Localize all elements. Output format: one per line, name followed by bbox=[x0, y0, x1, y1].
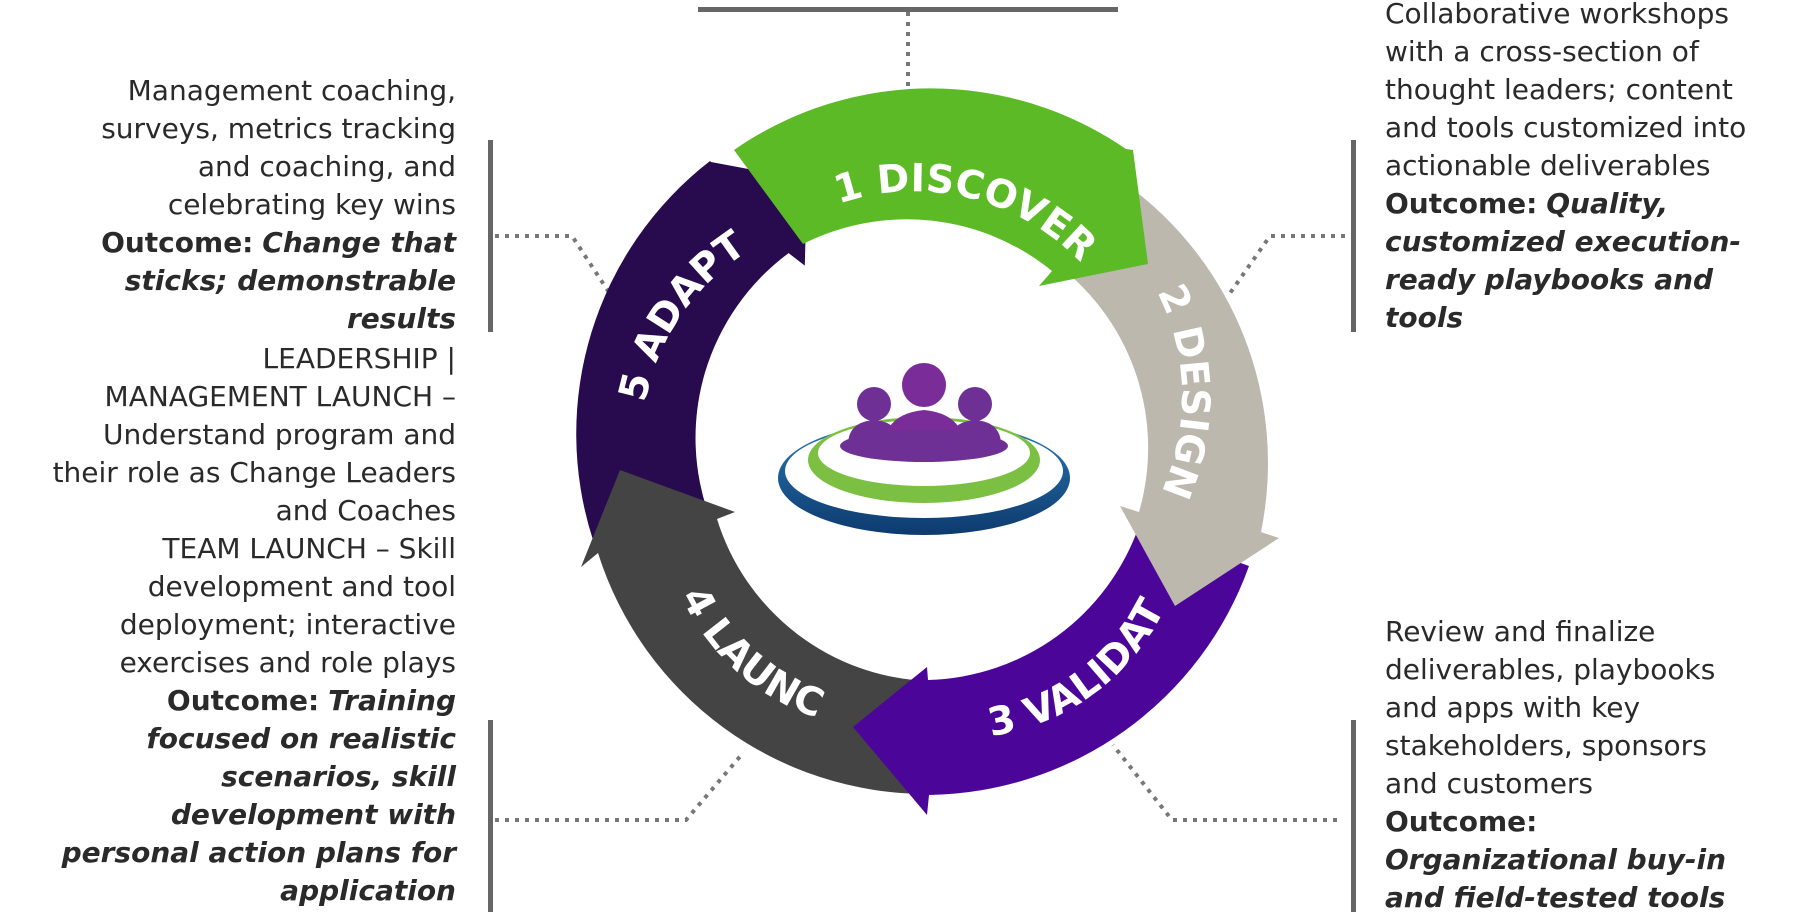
design-body-line: actionable deliverables bbox=[1385, 149, 1711, 182]
arrow-design bbox=[1059, 184, 1279, 606]
connector-adapt bbox=[495, 234, 616, 302]
design-outcome-label: Outcome: bbox=[1385, 187, 1538, 220]
launch-outcome-text: development with bbox=[170, 798, 456, 831]
launch-outcome-text: focused on realistic bbox=[146, 722, 456, 755]
design-outcome-text: tools bbox=[1385, 301, 1464, 334]
launch-body-line: development and tool bbox=[147, 570, 456, 603]
launch-outcome-text: application bbox=[280, 874, 456, 907]
validate-body-line: and apps with key bbox=[1385, 691, 1641, 724]
design-body-line: thought leaders; content bbox=[1385, 73, 1733, 106]
arrow-validate bbox=[853, 526, 1249, 815]
adapt-outcome-text: Change that bbox=[262, 226, 456, 259]
design-bar bbox=[1351, 140, 1356, 332]
launch-outcome-label: Outcome: bbox=[166, 684, 320, 717]
validate-outcome-text: and field-tested tools bbox=[1385, 881, 1726, 914]
design-body-line: with a cross-section of bbox=[1385, 35, 1699, 68]
launch-bar bbox=[488, 720, 493, 912]
arrow-launch bbox=[581, 470, 928, 795]
design-outcome-text: ready playbooks and bbox=[1385, 263, 1714, 296]
adapt-outcome-label: Outcome: bbox=[101, 226, 254, 259]
validate-outcome-label: Outcome: bbox=[1385, 805, 1538, 838]
adapt-body-line: surveys, metrics tracking bbox=[101, 112, 456, 145]
design-outcome-text: Quality, bbox=[1546, 187, 1669, 220]
adapt-bar bbox=[488, 140, 493, 332]
connector-design bbox=[1226, 234, 1345, 298]
adapt-body-line: Management coaching, bbox=[127, 74, 456, 107]
validate-body-line: and customers bbox=[1385, 767, 1594, 800]
launch-body-line: exercises and role plays bbox=[119, 646, 456, 679]
design-body-line: and tools customized into bbox=[1385, 111, 1747, 144]
launch-description: LEADERSHIP | MANAGEMENT LAUNCH – Underst… bbox=[53, 340, 456, 910]
adapt-body-line: and coaching, and bbox=[197, 150, 456, 183]
design-outcome-text: customized execution- bbox=[1385, 225, 1742, 258]
connector-launch bbox=[495, 751, 745, 822]
launch-outcome-text: personal action plans for bbox=[61, 836, 456, 869]
top-bar bbox=[698, 7, 1118, 12]
launch-outcome-text: scenarios, skill bbox=[221, 760, 456, 793]
launch-outcome-text: Training bbox=[328, 684, 456, 717]
people-group-icon bbox=[778, 363, 1070, 535]
adapt-outcome-text: sticks; demonstrable bbox=[124, 264, 456, 297]
validate-body-line: Review and finalize bbox=[1385, 615, 1656, 648]
launch-body-line: MANAGEMENT LAUNCH – bbox=[104, 380, 456, 413]
design-description: Collaborative workshops with a cross-sec… bbox=[1385, 0, 1746, 337]
arrow-adapt bbox=[576, 161, 807, 541]
validate-bar bbox=[1351, 720, 1356, 912]
validate-outcome-text: Organizational buy-in bbox=[1385, 843, 1727, 876]
validate-body-line: deliverables, playbooks bbox=[1385, 653, 1716, 686]
adapt-description: Management coaching, surveys, metrics tr… bbox=[101, 72, 456, 338]
adapt-outcome-text: results bbox=[346, 302, 456, 335]
launch-body-line: TEAM LAUNCH – Skill bbox=[162, 532, 456, 565]
launch-body-line: and Coaches bbox=[275, 494, 456, 527]
design-body-line: Collaborative workshops bbox=[1385, 0, 1730, 30]
validate-body-line: stakeholders, sponsors bbox=[1385, 729, 1707, 762]
launch-body-line: their role as Change Leaders bbox=[52, 456, 456, 489]
arrow-discover bbox=[734, 88, 1148, 287]
launch-body-line: deployment; interactive bbox=[119, 608, 456, 641]
connector-validate bbox=[1111, 743, 1337, 822]
launch-body-line: Understand program and bbox=[103, 418, 456, 451]
validate-description: Review and finalize deliverables, playbo… bbox=[1385, 613, 1726, 917]
adapt-body-line: celebrating key wins bbox=[167, 188, 456, 221]
launch-body-line: LEADERSHIP | bbox=[262, 342, 456, 375]
